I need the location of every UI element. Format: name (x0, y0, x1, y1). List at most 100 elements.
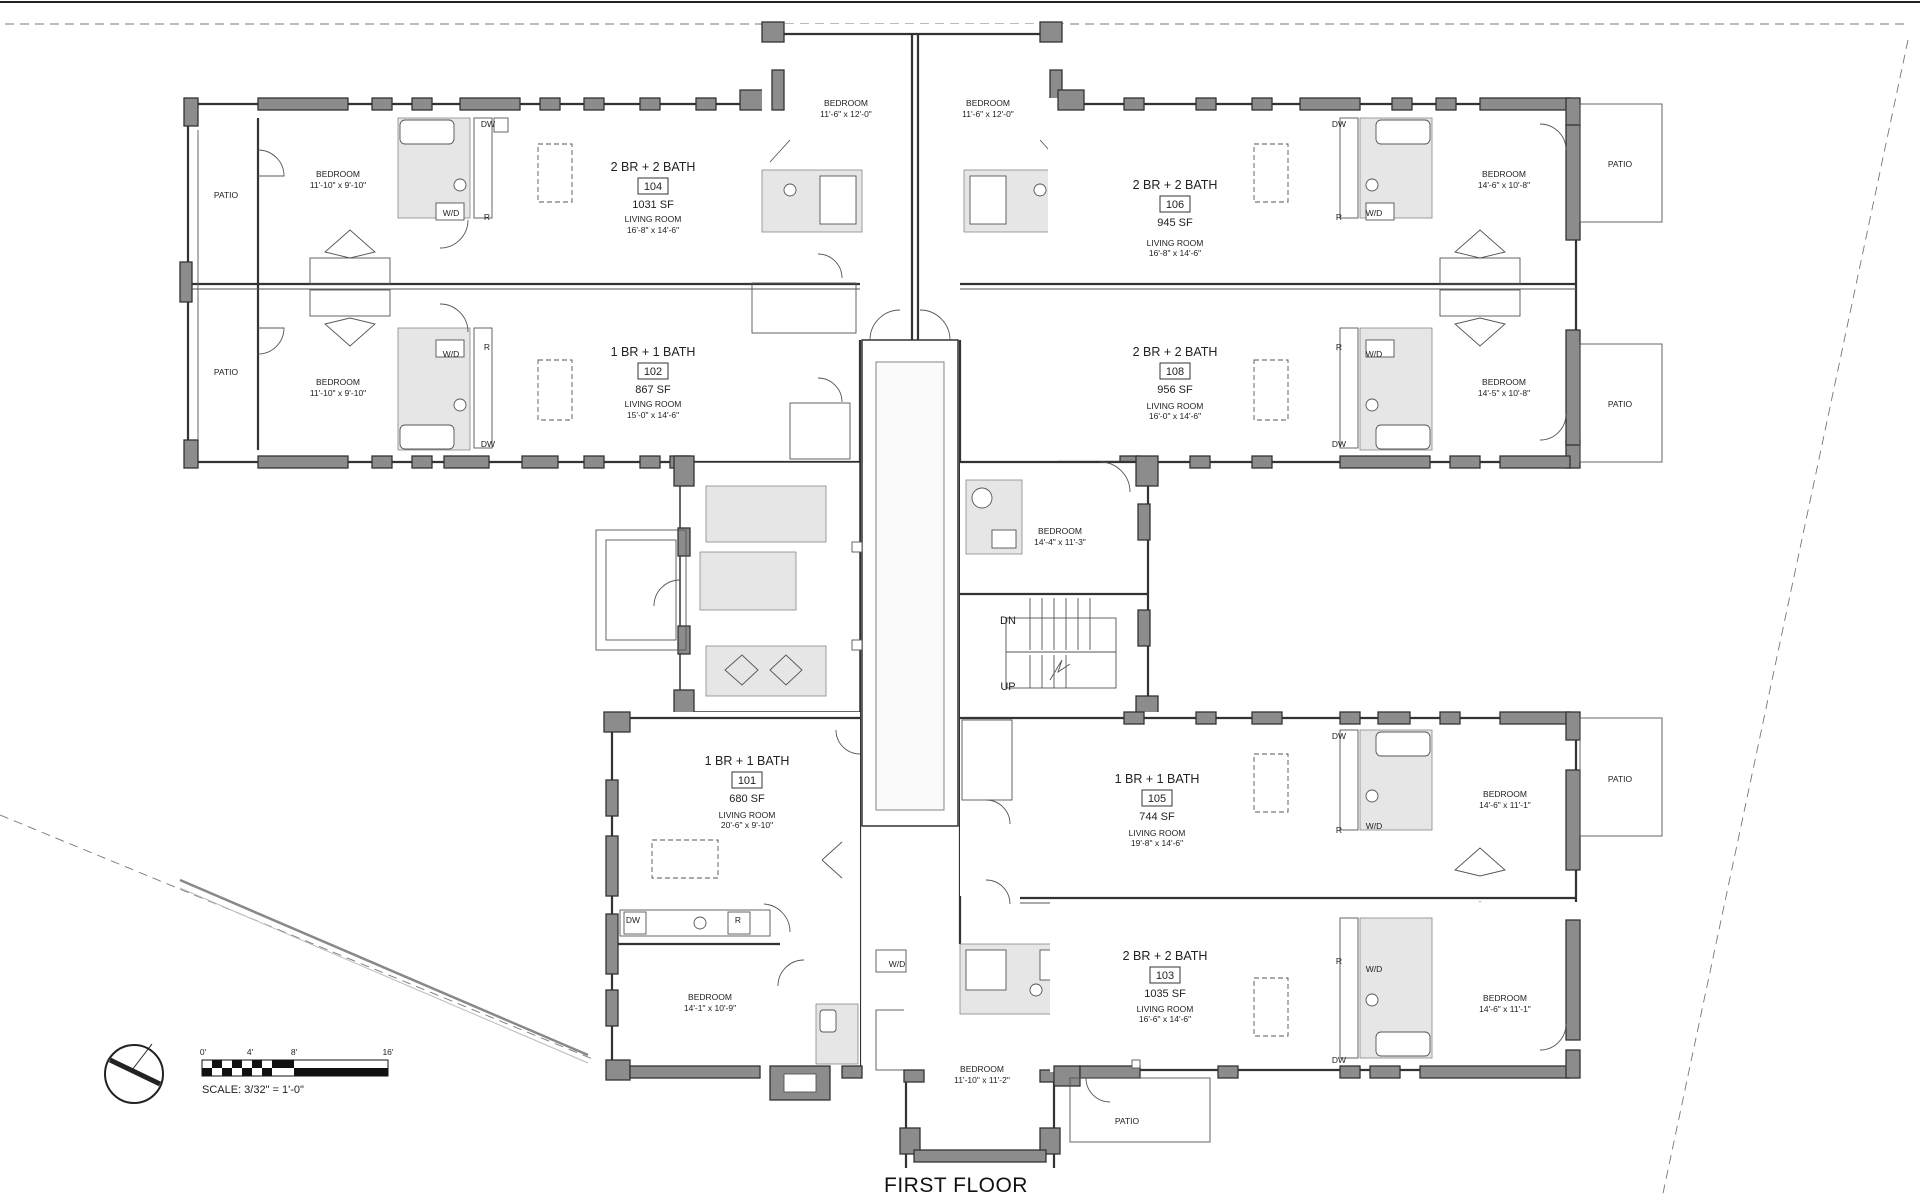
range-label: R (1336, 825, 1342, 835)
dishwasher-label: DW (481, 119, 495, 129)
south-east-unit-105 (960, 711, 1663, 1070)
bedroom-label: BEDROOM (316, 169, 360, 179)
patio-label: PATIO (1608, 774, 1633, 784)
washer-dryer-label: W/D (889, 959, 906, 969)
scale-tick-16: 16' (382, 1047, 393, 1057)
unit-103-type: 2 BR + 2 BATH (1123, 949, 1208, 963)
unit-108-room-dims: 16'-0" x 14'-6" (1149, 411, 1201, 421)
dishwasher-label: DW (1332, 731, 1346, 741)
range-label: R (735, 915, 741, 925)
stair-core-east (960, 455, 1159, 727)
unit-101-room-label: LIVING ROOM (719, 810, 776, 820)
patio-label: PATIO (1115, 1116, 1140, 1126)
dishwasher-label: DW (1332, 119, 1346, 129)
dishwasher-label: DW (626, 915, 640, 925)
patio-label: PATIO (1608, 399, 1633, 409)
bedroom-dims: 14'-6" x 11'-1" (1479, 1004, 1531, 1014)
bedroom-label: BEDROOM (1483, 789, 1527, 799)
bedroom-dims: 11'-10" x 11'-2" (954, 1075, 1010, 1085)
washer-dryer-label: W/D (1366, 964, 1383, 974)
unit-105-area: 744 SF (1139, 811, 1175, 823)
north-center-wing (761, 21, 1064, 340)
stair-up-label: UP (1000, 681, 1015, 693)
washer-dryer-label: W/D (1366, 821, 1383, 831)
unit-105-type: 1 BR + 1 BATH (1115, 772, 1200, 786)
unit-103-number: 103 (1156, 970, 1174, 982)
west-lobby (595, 455, 863, 721)
scale-tick-8: 8' (291, 1047, 298, 1057)
unit-101-number: 101 (738, 775, 756, 787)
unit-102-type: 1 BR + 1 BATH (611, 345, 696, 359)
scale-tick-4: 4' (247, 1047, 254, 1057)
unit-103-area: 1035 SF (1144, 988, 1186, 1000)
south-east-unit-103 (1050, 902, 1581, 1143)
patio-label: PATIO (1608, 159, 1633, 169)
bedroom-label: BEDROOM (1483, 993, 1527, 1003)
unit-103-room-label: LIVING ROOM (1137, 1004, 1194, 1014)
bedroom-label: BEDROOM (824, 98, 868, 108)
bedroom-dims: 14'-1" x 10'-9" (684, 1003, 736, 1013)
unit-105-room-label: LIVING ROOM (1129, 828, 1186, 838)
bedroom-label: BEDROOM (316, 377, 360, 387)
unit-102-number: 102 (644, 366, 662, 378)
unit-105-room-dims: 19'-8" x 14'-6" (1131, 838, 1183, 848)
dishwasher-label: DW (1332, 439, 1346, 449)
unit-108-number: 108 (1166, 366, 1184, 378)
unit-106-type: 2 BR + 2 BATH (1133, 178, 1218, 192)
south-center-bedroom (875, 943, 1061, 1184)
unit-106-room-label: LIVING ROOM (1147, 238, 1204, 248)
range-label: R (484, 342, 490, 352)
bedroom-label: BEDROOM (688, 992, 732, 1002)
bedroom-label: BEDROOM (1038, 526, 1082, 536)
unit-101-type: 1 BR + 1 BATH (705, 754, 790, 768)
patio-label: PATIO (214, 367, 239, 377)
unit-108-type: 2 BR + 2 BATH (1133, 345, 1218, 359)
unit-104-type: 2 BR + 2 BATH (611, 160, 696, 174)
bedroom-dims: 14'-4" x 11'-3" (1034, 537, 1086, 547)
bedroom-dims: 14'-5" x 10'-8" (1478, 388, 1530, 398)
unit-104-room-dims: 16'-8" x 14'-6" (627, 225, 679, 235)
unit-104-number: 104 (644, 181, 662, 193)
bedroom-label: BEDROOM (1482, 377, 1526, 387)
unit-106-number: 106 (1166, 199, 1184, 211)
unit-104-area: 1031 SF (632, 199, 674, 211)
range-label: R (1336, 212, 1342, 222)
scale-text: SCALE: 3/32" = 1'-0" (202, 1084, 304, 1096)
patio-label: PATIO (214, 190, 239, 200)
north-west-wing (179, 89, 862, 469)
unit-101-room-dims: 20'-6" x 9'-10" (721, 820, 773, 830)
north-arrow-icon (104, 1043, 164, 1104)
unit-102-area: 867 SF (635, 384, 671, 396)
scale-bar: 0' 4' 8' 16' SCALE: 3/32" = 1'-0" (200, 1047, 394, 1096)
unit-101-area: 680 SF (729, 793, 765, 805)
washer-dryer-label: W/D (443, 208, 460, 218)
unit-104-room-label: LIVING ROOM (625, 214, 682, 224)
range-label: R (1336, 342, 1342, 352)
bedroom-label: BEDROOM (960, 1064, 1004, 1074)
bedroom-label: BEDROOM (966, 98, 1010, 108)
unit-108-area: 956 SF (1157, 384, 1193, 396)
south-west-unit-101 (603, 711, 917, 1101)
room-labels: PATIO PATIO PATIO PATIO PATIO PATIO DW W… (214, 98, 1633, 1126)
north-east-wing (960, 89, 1663, 469)
unit-106-area: 945 SF (1157, 217, 1193, 229)
unit-105-number: 105 (1148, 793, 1166, 805)
bedroom-dims: 11'-10" x 9'-10" (310, 180, 366, 190)
range-label: R (1336, 956, 1342, 966)
dishwasher-label: DW (1332, 1055, 1346, 1065)
bedroom-dims: 14'-6" x 11'-1" (1479, 800, 1531, 810)
washer-dryer-label: W/D (443, 349, 460, 359)
bedroom-dims: 11'-6" x 12'-0" (962, 109, 1014, 119)
dishwasher-label: DW (481, 439, 495, 449)
washer-dryer-label: W/D (1366, 208, 1383, 218)
unit-103-room-dims: 16'-6" x 14'-6" (1139, 1014, 1191, 1024)
range-label: R (484, 212, 490, 222)
stair-down-label: DN (1000, 615, 1016, 627)
unit-102-room-label: LIVING ROOM (625, 399, 682, 409)
unit-102-room-dims: 15'-0" x 14'-6" (627, 410, 679, 420)
bedroom-dims: 11'-10" x 9'-10" (310, 388, 366, 398)
washer-dryer-label: W/D (1366, 349, 1383, 359)
bedroom-dims: 11'-6" x 12'-0" (820, 109, 872, 119)
